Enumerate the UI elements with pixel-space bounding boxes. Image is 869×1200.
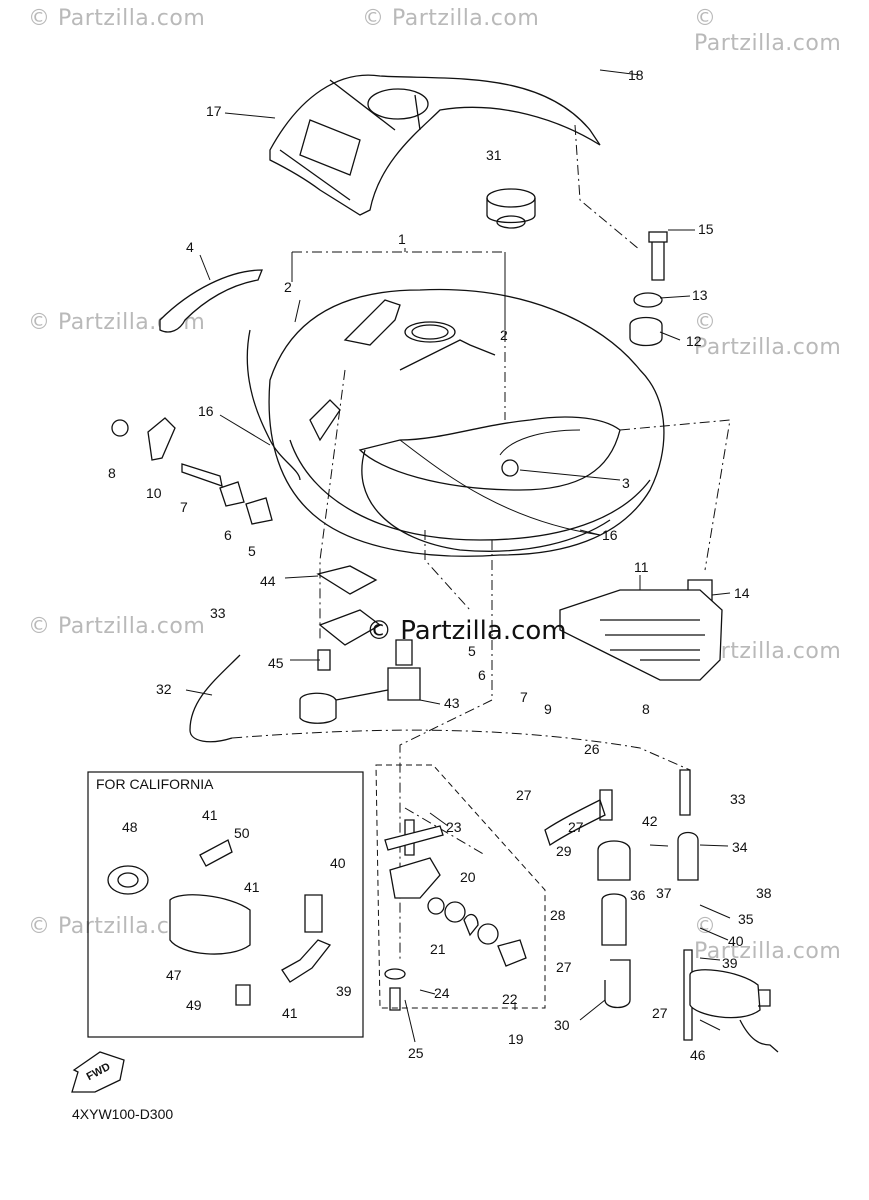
watermark: © Partzilla.com	[28, 614, 206, 639]
left-mount-parts	[111, 417, 273, 525]
callout-27: 27	[652, 1005, 668, 1021]
callout-22: 22	[502, 991, 518, 1007]
callout-40: 40	[330, 855, 346, 871]
callout-24: 24	[434, 985, 450, 1001]
california-inset	[87, 771, 364, 1038]
fuel-tank-part	[268, 288, 665, 557]
callout-7: 7	[180, 499, 188, 515]
watermark: © Partzilla.com	[694, 310, 842, 360]
callout-44: 44	[260, 573, 276, 589]
callout-30: 30	[554, 1017, 570, 1033]
callout-5: 5	[468, 643, 476, 659]
callout-38: 38	[756, 885, 772, 901]
callout-36: 36	[630, 887, 646, 903]
callout-4: 4	[186, 239, 194, 255]
callout-leaders	[185, 69, 731, 1043]
callout-32: 32	[156, 681, 172, 697]
callout-1: 1	[398, 231, 406, 247]
callout-19: 19	[508, 1031, 524, 1047]
callout-20: 20	[460, 869, 476, 885]
callout-8: 8	[642, 701, 650, 717]
vent-hose	[246, 329, 301, 481]
fuel-pump-part	[689, 969, 779, 1053]
callout-34: 34	[732, 839, 748, 855]
watermark-center: © Partzilla.com	[366, 616, 567, 646]
callout-12: 12	[686, 333, 702, 349]
fwd-arrow	[71, 1051, 125, 1093]
callout-8: 8	[108, 465, 116, 481]
callout-13: 13	[692, 287, 708, 303]
callout-27: 27	[516, 787, 532, 803]
callout-5: 5	[248, 543, 256, 559]
callout-6: 6	[224, 527, 232, 543]
callout-29: 29	[556, 843, 572, 859]
fuel-cock-group	[375, 764, 546, 1009]
callout-6: 6	[478, 667, 486, 683]
assembly-guides	[231, 124, 731, 960]
callout-42: 42	[642, 813, 658, 829]
tank-cover-part	[269, 74, 601, 216]
callout-46: 46	[690, 1047, 706, 1063]
callout-50: 50	[234, 825, 250, 841]
filter-hoses	[544, 769, 699, 1041]
callout-48: 48	[122, 819, 138, 835]
callout-11: 11	[634, 559, 649, 575]
california-inset-title: FOR CALIFORNIA	[96, 776, 214, 792]
callout-26: 26	[584, 741, 600, 757]
side-cover-part	[559, 589, 723, 681]
callout-37: 37	[656, 885, 672, 901]
callout-9: 9	[544, 701, 552, 717]
callout-33: 33	[210, 605, 226, 621]
callout-15: 15	[698, 221, 714, 237]
callout-47: 47	[166, 967, 182, 983]
callout-28: 28	[550, 907, 566, 923]
callout-33: 33	[730, 791, 746, 807]
callout-2: 2	[500, 327, 508, 343]
callout-16: 16	[198, 403, 214, 419]
callout-16: 16	[602, 527, 618, 543]
callout-17: 17	[206, 103, 222, 119]
fuel-sender-part	[299, 565, 421, 724]
callout-21: 21	[430, 941, 446, 957]
callout-27: 27	[556, 959, 572, 975]
callout-14: 14	[734, 585, 750, 601]
callout-43: 43	[444, 695, 460, 711]
callout-45: 45	[268, 655, 284, 671]
california-parts	[107, 839, 332, 1006]
callout-2: 2	[284, 279, 292, 295]
watermark: © Partzilla.com	[694, 6, 842, 56]
callout-49: 49	[186, 997, 202, 1013]
callout-3: 3	[622, 475, 630, 491]
watermark: © Partzilla.com	[362, 6, 540, 31]
callout-40: 40	[728, 933, 744, 949]
callout-39: 39	[722, 955, 738, 971]
callout-10: 10	[146, 485, 162, 501]
callout-39: 39	[336, 983, 352, 999]
callout-41: 41	[282, 1005, 298, 1021]
callout-25: 25	[408, 1045, 424, 1061]
callout-23: 23	[446, 819, 462, 835]
fuel-cock-parts	[384, 819, 527, 1011]
callout-7: 7	[520, 689, 528, 705]
diagram-code: 4XYW100-D300	[72, 1106, 174, 1122]
emblem-part	[159, 269, 263, 333]
callout-41: 41	[244, 879, 260, 895]
callout-41: 41	[202, 807, 218, 823]
callout-35: 35	[738, 911, 754, 927]
hose-32	[189, 654, 241, 743]
callout-18: 18	[628, 67, 644, 83]
callout-31: 31	[486, 147, 502, 163]
fuel-cap-part	[486, 188, 536, 229]
watermark: © Partzilla.com	[28, 6, 206, 31]
callout-27: 27	[568, 819, 584, 835]
